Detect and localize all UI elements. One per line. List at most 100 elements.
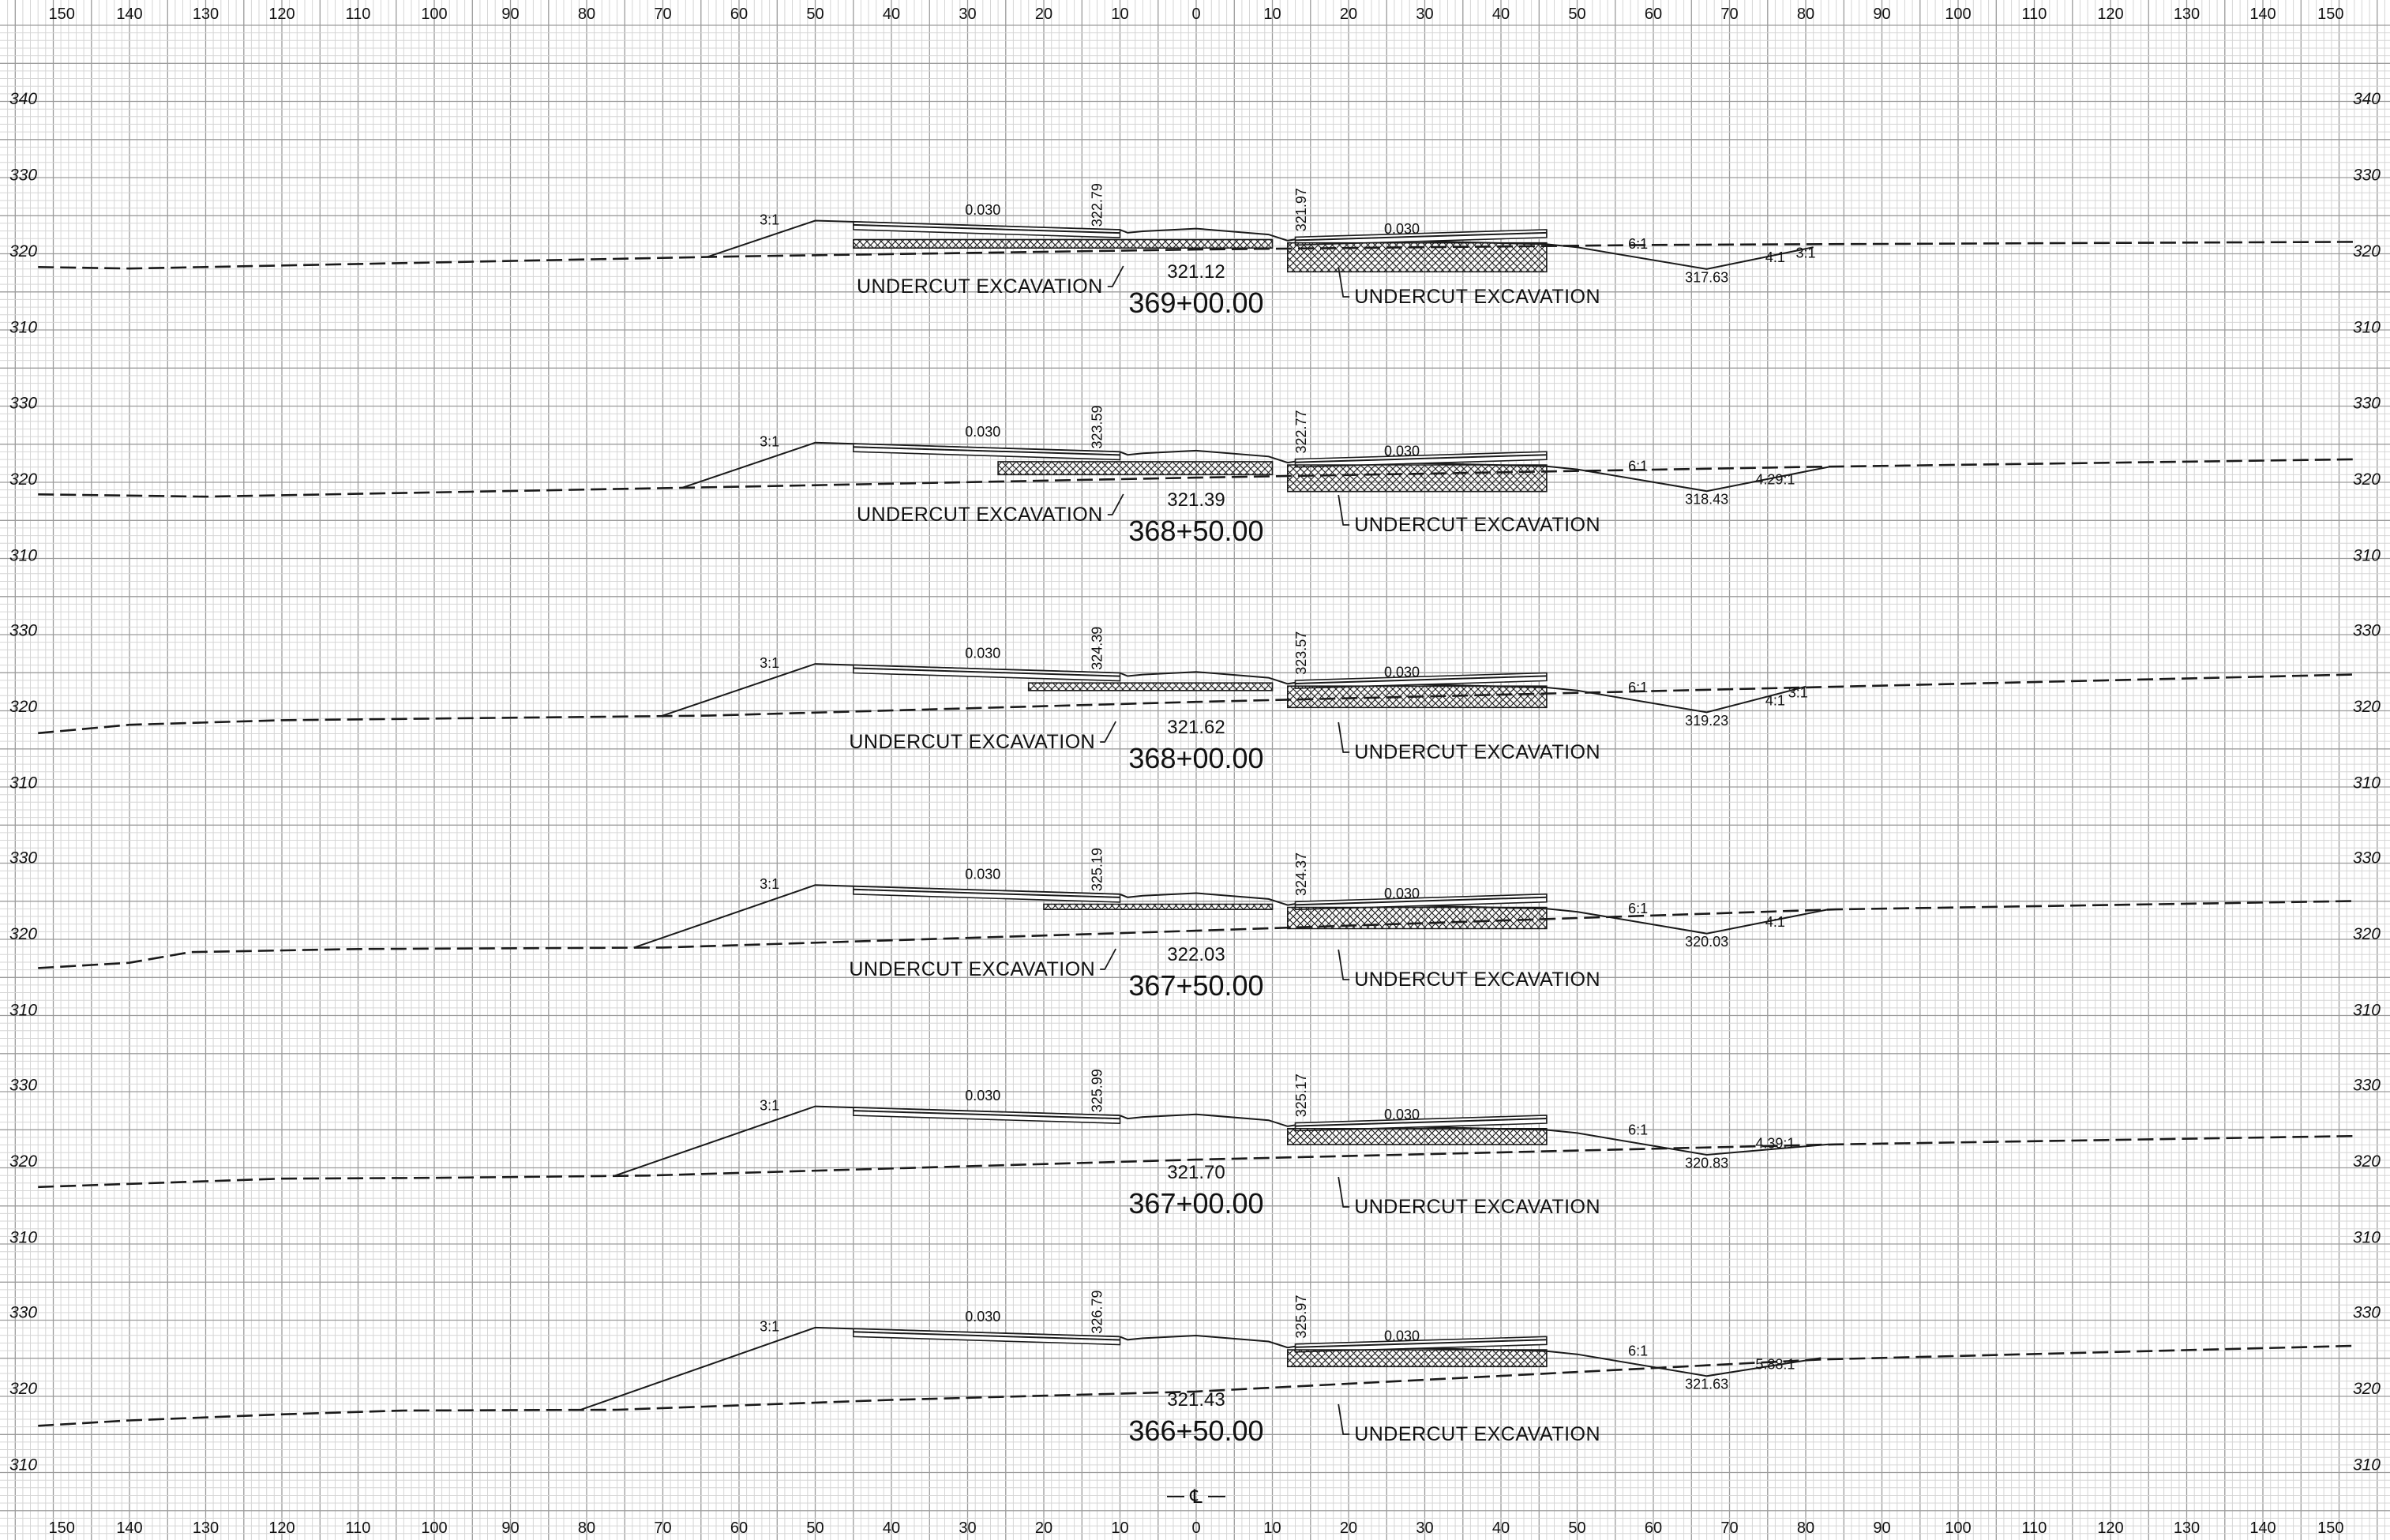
elevation-label: 330 <box>2353 849 2381 867</box>
right-hinge-elevation-label: 325.97 <box>1293 1295 1309 1339</box>
elevation-label: 340 <box>9 90 37 108</box>
undercut-area-right <box>1287 464 1548 493</box>
undercut-area-left <box>1027 682 1274 691</box>
left-cross-slope-label: 0.030 <box>965 867 1000 882</box>
pavement-course-line <box>1295 1118 1547 1127</box>
centerline-elevation-label: 321.12 <box>1167 261 1225 283</box>
offset-tick-label: 90 <box>1873 6 1890 23</box>
undercut-leader-left <box>1107 493 1124 515</box>
left-slope-label: 3:1 <box>760 434 779 450</box>
elevation-label: 310 <box>2353 774 2381 792</box>
offset-tick-label: 50 <box>1568 1519 1585 1537</box>
elevation-label: 320 <box>9 470 37 489</box>
undercut-area-right <box>1287 242 1548 273</box>
offset-tick-label: 60 <box>1645 6 1662 23</box>
offset-tick-label: 70 <box>654 6 671 23</box>
undercut-note-right: UNDERCUT EXCAVATION <box>1354 286 1600 308</box>
pavement-course-line <box>1295 675 1547 684</box>
elevation-label: 310 <box>9 319 37 337</box>
offset-tick-label: 70 <box>1720 6 1738 23</box>
ditch-backslope-label: 4.29:1 <box>1755 472 1795 488</box>
undercut-area-right <box>1287 906 1548 930</box>
station-label: 368+50.00 <box>1128 515 1263 547</box>
undercut-area-right <box>1287 1128 1548 1145</box>
offset-tick-label: 120 <box>2097 1519 2123 1537</box>
undercut-area-right <box>1287 1349 1548 1368</box>
undercut-leader-left <box>1100 721 1116 743</box>
offset-tick-label: 40 <box>1492 6 1510 23</box>
offset-tick-label: 70 <box>654 1519 671 1537</box>
offset-tick-label: 110 <box>346 6 371 23</box>
offset-tick-label: 120 <box>268 1519 295 1537</box>
offset-tick-label: 20 <box>1340 6 1357 23</box>
offset-tick-label: 50 <box>806 6 824 23</box>
elevation-label: 310 <box>9 547 37 565</box>
pavement-course-line <box>853 223 1120 234</box>
pavement-course-line <box>853 888 1120 898</box>
elevation-label: 320 <box>2353 1152 2381 1171</box>
elevation-label: 330 <box>9 167 37 185</box>
undercut-leader-right <box>1338 721 1350 753</box>
undercut-leader-right <box>1338 1176 1350 1208</box>
left-hinge-elevation-label: 326.79 <box>1089 1291 1105 1334</box>
station-label: 369+00.00 <box>1128 287 1263 319</box>
daylight-slope-label: 3:1 <box>1788 684 1808 700</box>
elevation-label: 330 <box>2353 167 2381 185</box>
offset-tick-label: 150 <box>2317 1519 2343 1537</box>
left-cross-slope-label: 0.030 <box>965 1309 1000 1325</box>
elevation-label: 310 <box>9 1002 37 1020</box>
ditch-backslope-label: 4:1 <box>1765 693 1785 709</box>
offset-tick-label: 60 <box>730 6 748 23</box>
daylight-slope-label: 3:1 <box>1795 245 1815 261</box>
right-hinge-elevation-label: 323.57 <box>1293 631 1309 675</box>
undercut-leader-right <box>1338 949 1350 980</box>
existing-ground-line <box>38 900 2354 969</box>
undercut-leader-left <box>1107 265 1124 287</box>
offset-tick-label: 150 <box>2317 6 2343 23</box>
offset-tick-label: 90 <box>501 1519 519 1537</box>
offset-tick-label: 140 <box>116 1519 142 1537</box>
pavement-course-line <box>853 1331 1120 1341</box>
existing-ground-line <box>38 673 2354 735</box>
pavement-course-line <box>853 1110 1120 1120</box>
elevation-label: 320 <box>9 698 37 716</box>
ditch-backslope-label: 4.39:1 <box>1755 1135 1795 1151</box>
offset-tick-label: 60 <box>1645 1519 1662 1537</box>
undercut-note-right: UNDERCUT EXCAVATION <box>1354 741 1600 763</box>
left-cross-slope-label: 0.030 <box>965 424 1000 440</box>
station-label: 367+00.00 <box>1128 1187 1263 1220</box>
elevation-label: 330 <box>2353 395 2381 413</box>
offset-tick-label: 130 <box>2174 6 2200 23</box>
elevation-label: 320 <box>2353 698 2381 716</box>
ditch-elevation-label: 317.63 <box>1685 269 1728 285</box>
left-hinge-elevation-label: 322.79 <box>1089 183 1105 227</box>
offset-tick-label: 0 <box>1191 6 1200 23</box>
elevation-label: 330 <box>9 1304 37 1322</box>
elevation-label: 320 <box>9 1152 37 1171</box>
offset-tick-label: 90 <box>1873 1519 1890 1537</box>
offset-tick-label: 90 <box>501 6 519 23</box>
undercut-note-left: UNDERCUT EXCAVATION <box>849 731 1095 753</box>
elevation-label: 320 <box>9 242 37 260</box>
undercut-leader-right <box>1338 266 1350 298</box>
elevation-label: 330 <box>9 622 37 640</box>
undercut-note-left: UNDERCUT EXCAVATION <box>857 504 1103 526</box>
undercut-note-right: UNDERCUT EXCAVATION <box>1354 1423 1600 1445</box>
right-hinge-elevation-label: 325.17 <box>1293 1074 1309 1117</box>
undercut-note-left: UNDERCUT EXCAVATION <box>849 958 1095 980</box>
right-hinge-elevation-label: 322.77 <box>1293 410 1309 453</box>
right-cross-slope-label: 0.030 <box>1384 665 1420 680</box>
centerline-elevation-label: 321.39 <box>1167 489 1225 511</box>
elevation-label: 330 <box>9 395 37 413</box>
offset-tick-label: 20 <box>1340 1519 1357 1537</box>
elevation-label: 330 <box>2353 1077 2381 1095</box>
right-hinge-elevation-label: 321.97 <box>1293 188 1309 231</box>
elevation-label: 310 <box>2353 319 2381 337</box>
elevation-label: 330 <box>9 1077 37 1095</box>
